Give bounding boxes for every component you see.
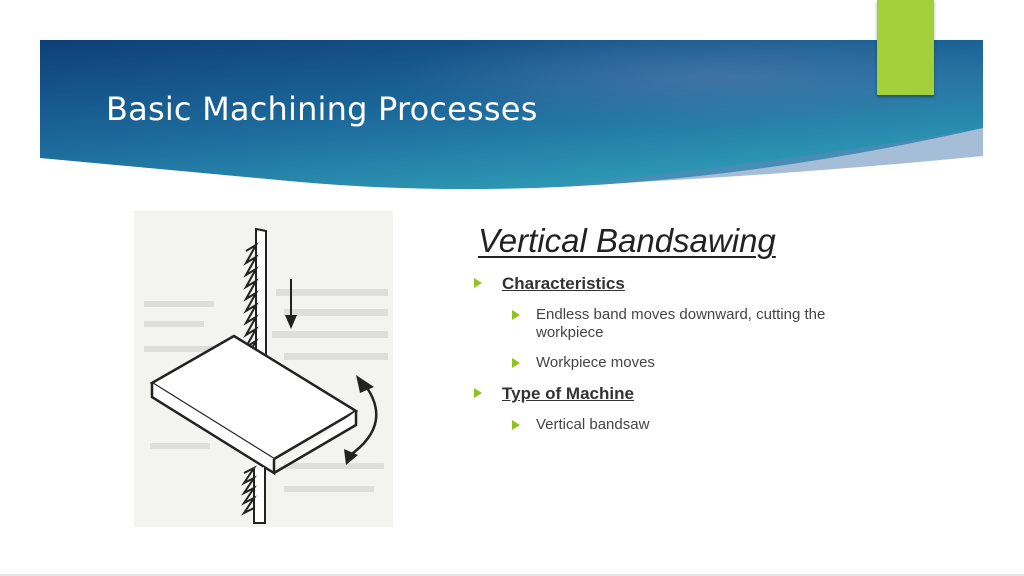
sub-bullet-list: Vertical bandsaw — [502, 416, 950, 434]
list-item-text: Vertical bandsaw — [536, 416, 650, 433]
content-area: Vertical Bandsawing Characteristics Endl… — [470, 222, 950, 446]
bullet-arrow-icon — [512, 420, 520, 430]
list-item-text: Endless band moves downward, cutting the… — [536, 306, 826, 341]
list-item: Vertical bandsaw — [502, 416, 950, 434]
list-item-text: Workpiece moves — [536, 354, 655, 371]
footer-divider — [0, 574, 1024, 576]
subtitle: Vertical Bandsawing — [478, 222, 776, 259]
bullet-arrow-icon — [474, 388, 482, 398]
bandsaw-figure — [134, 211, 393, 527]
bullet-arrow-icon — [474, 278, 482, 288]
sub-bullet-list: Endless band moves downward, cutting the… — [502, 306, 950, 372]
bullet-arrow-icon — [512, 310, 520, 320]
bullet-arrow-icon — [512, 358, 520, 368]
accent-tab — [877, 0, 934, 95]
title-banner — [40, 40, 983, 190]
bullet-list: Characteristics Endless band moves downw… — [470, 274, 950, 434]
list-item: Endless band moves downward, cutting the… — [502, 306, 950, 342]
list-item: Workpiece moves — [502, 354, 950, 372]
vertical-bandsaw-illustration — [144, 227, 388, 524]
list-item: Type of Machine Vertical bandsaw — [470, 384, 950, 434]
list-item: Characteristics Endless band moves downw… — [470, 274, 950, 372]
section-heading: Characteristics — [502, 274, 625, 293]
section-heading: Type of Machine — [502, 384, 634, 403]
slide-title: Basic Machining Processes — [106, 90, 538, 128]
